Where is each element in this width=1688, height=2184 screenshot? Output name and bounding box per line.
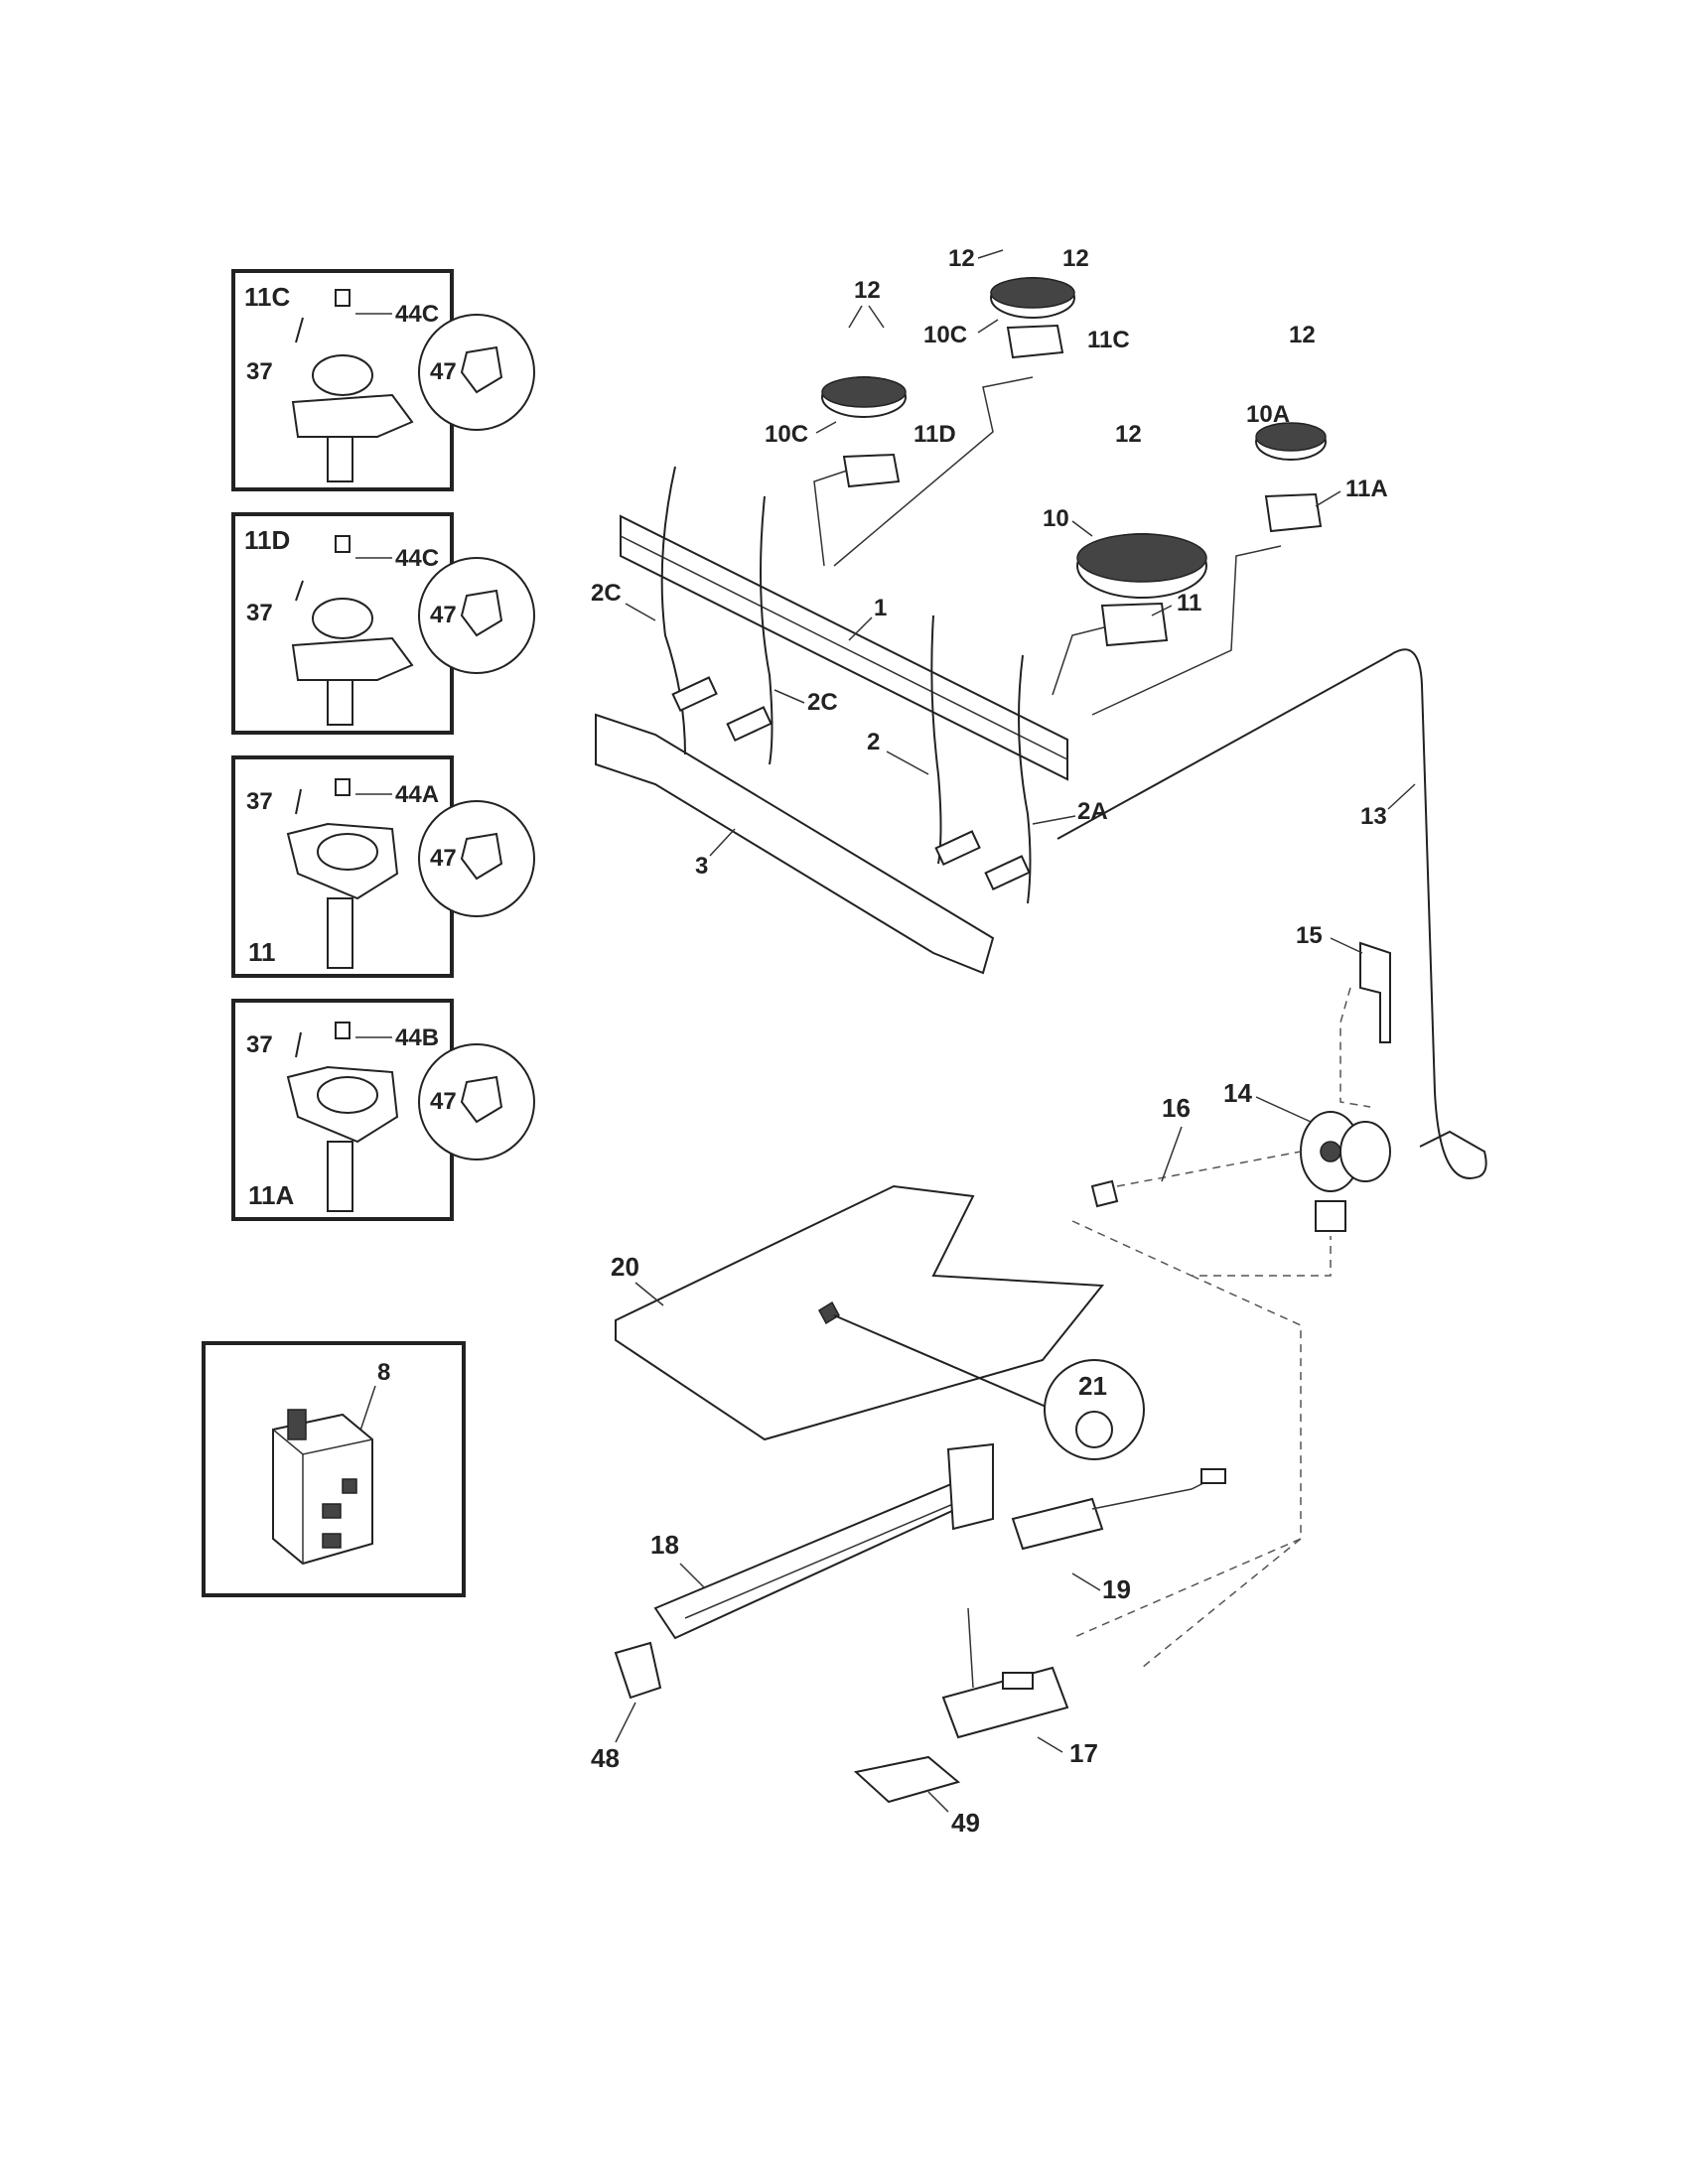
callout-11a: 11A bbox=[1345, 476, 1388, 502]
callout-19: 19 bbox=[1102, 1574, 1131, 1604]
bracket-49-drawing bbox=[853, 1755, 961, 1804]
callout-20: 20 bbox=[611, 1252, 639, 1282]
valve-body-11-drawing bbox=[286, 822, 399, 969]
valve-body-11a-drawing bbox=[286, 1065, 399, 1212]
callout-1: 1 bbox=[874, 595, 887, 621]
label-44b-11a: 44B bbox=[395, 1024, 439, 1051]
inset-title-11: 11 bbox=[248, 937, 276, 967]
callout-12: 12 bbox=[948, 245, 975, 272]
burners-drawing bbox=[821, 277, 1327, 647]
callout-2a: 2A bbox=[1077, 798, 1108, 825]
label-47-11a: 47 bbox=[430, 1088, 457, 1115]
callout-12: 12 bbox=[1115, 421, 1142, 448]
label-47-11d: 47 bbox=[430, 602, 457, 628]
label-37-11c: 37 bbox=[246, 358, 273, 385]
callout-17: 17 bbox=[1069, 1738, 1098, 1768]
inset-spark-module-8: 8 bbox=[202, 1341, 466, 1597]
manifold-bracket-drawing bbox=[595, 713, 995, 975]
callout-12: 12 bbox=[1289, 322, 1316, 348]
label-44c-11d: 44C bbox=[395, 545, 439, 572]
callout-labels: 12 12 12 12 12 10C 11C 10C 11D 10A 11A 1… bbox=[591, 245, 1416, 880]
regulator-section: 15 14 16 bbox=[1071, 922, 1391, 1669]
callout-2c: 2C bbox=[807, 689, 838, 716]
inset-title-11d: 11D bbox=[244, 525, 290, 555]
callout-15: 15 bbox=[1296, 922, 1323, 949]
inset-title-11a: 11A bbox=[248, 1180, 294, 1210]
callout-10c: 10C bbox=[765, 421, 808, 448]
label-37-11: 37 bbox=[246, 788, 273, 815]
callout-11c: 11C bbox=[1087, 327, 1130, 353]
callout-10c: 10C bbox=[923, 322, 967, 348]
valves-drawing bbox=[671, 676, 1031, 891]
nut-21-detail-circle bbox=[1044, 1359, 1145, 1460]
label-44c-11c: 44C bbox=[395, 301, 439, 328]
bake-burner-section: 20 21 18 19 17 49 48 bbox=[591, 1184, 1226, 1838]
callout-10: 10 bbox=[1043, 505, 1069, 532]
igniter-19-drawing bbox=[1011, 1497, 1104, 1551]
burner-tube-18-drawing bbox=[653, 1477, 980, 1640]
gas-line-13-drawing bbox=[1056, 648, 1487, 1179]
inset-title-11c: 11C bbox=[244, 282, 290, 312]
callout-16: 16 bbox=[1162, 1093, 1191, 1123]
callout-12: 12 bbox=[1062, 245, 1089, 272]
callout-14: 14 bbox=[1223, 1078, 1252, 1108]
callout-10a: 10A bbox=[1246, 401, 1290, 428]
inset-burner-11: 44A 37 47 11 bbox=[231, 755, 535, 978]
valve-body-11c-drawing bbox=[291, 354, 414, 482]
inset-burner-11c: 11C 44C 37 47 bbox=[231, 269, 535, 491]
callout-49: 49 bbox=[951, 1808, 980, 1838]
callout-18: 18 bbox=[650, 1530, 679, 1560]
callout-21: 21 bbox=[1078, 1371, 1107, 1401]
label-44a-11: 44A bbox=[395, 781, 439, 808]
regulator-14-drawing bbox=[1300, 1111, 1391, 1232]
baffle-20-drawing bbox=[615, 1184, 1104, 1441]
callout-2: 2 bbox=[867, 729, 880, 755]
callout-11d: 11D bbox=[914, 421, 956, 448]
label-37-11a: 37 bbox=[246, 1031, 273, 1058]
inset-burner-11a: 44B 37 47 11A bbox=[231, 999, 535, 1221]
callout-13: 13 bbox=[1360, 803, 1387, 830]
callout-11: 11 bbox=[1177, 590, 1201, 616]
callout-12: 12 bbox=[854, 277, 881, 304]
label-47-11c: 47 bbox=[430, 358, 457, 385]
callout-48: 48 bbox=[591, 1743, 620, 1773]
valve-body-11d-drawing bbox=[291, 598, 414, 726]
spark-module-drawing bbox=[272, 1409, 373, 1566]
inset-burner-11d: 11D 44C 37 47 bbox=[231, 512, 535, 735]
label-47-11: 47 bbox=[430, 845, 457, 872]
clip-48-drawing bbox=[614, 1641, 662, 1700]
callout-2c: 2C bbox=[591, 580, 622, 607]
callout-3: 3 bbox=[695, 853, 708, 880]
label-37-11d: 37 bbox=[246, 600, 273, 626]
label-8: 8 bbox=[377, 1359, 390, 1386]
manifold-assembly bbox=[595, 277, 1487, 1179]
bracket-15-drawing bbox=[1359, 941, 1391, 1043]
